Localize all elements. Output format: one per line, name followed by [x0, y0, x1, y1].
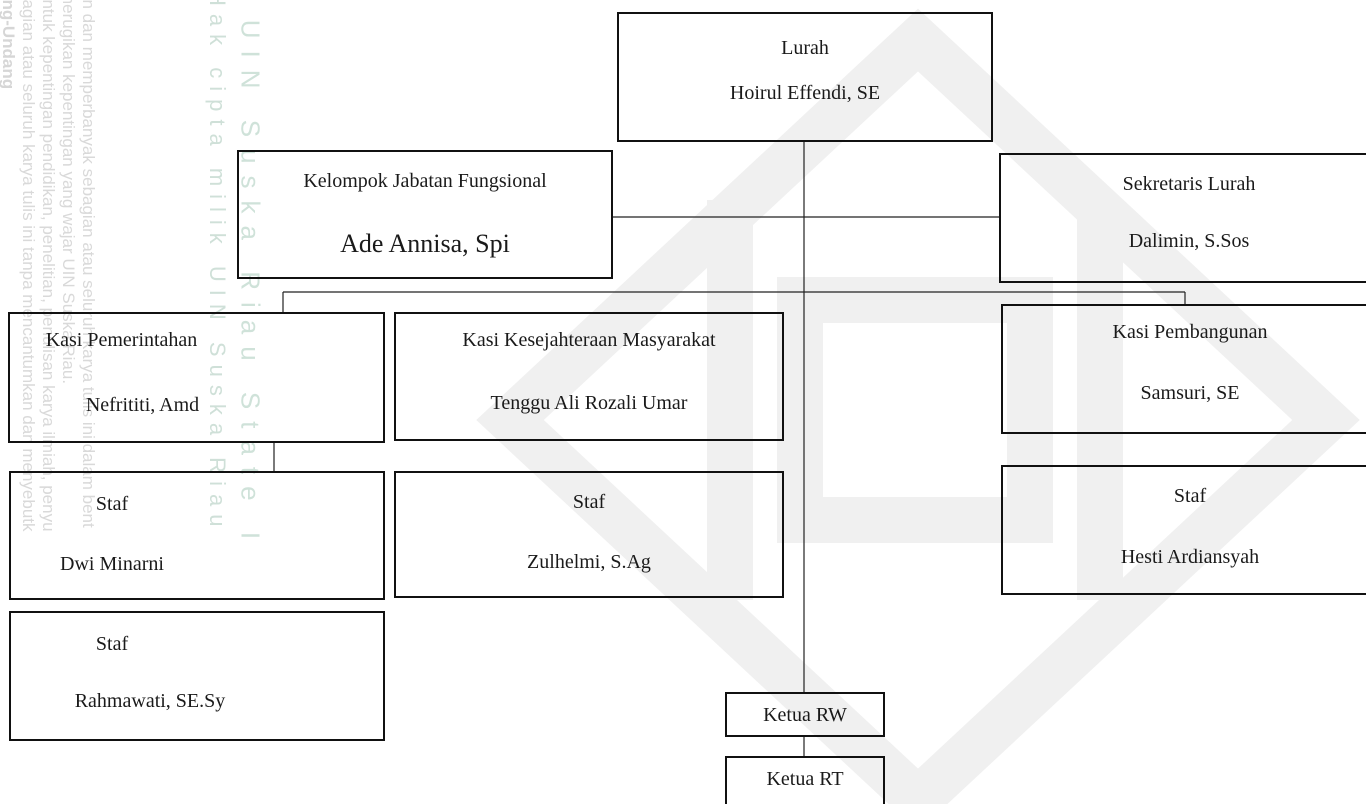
box-staf-pemerintahan-2: Staf Rahmawati, SE.Sy — [9, 611, 385, 741]
box-kasi-kesejahteraan: Kasi Kesejahteraan Masyarakat Tenggu Ali… — [394, 312, 784, 441]
box-kelompok-fungsional: Kelompok Jabatan Fungsional Ade Annisa, … — [237, 150, 613, 279]
box-staf-pemerintahan-1: Staf Dwi Minarni — [9, 471, 385, 600]
pembangunan-title: Kasi Pembangunan — [1112, 321, 1268, 343]
fungsional-title: Kelompok Jabatan Fungsional — [303, 170, 547, 192]
lurah-title: Lurah — [781, 37, 829, 59]
lurah-name: Hoirul Effendi, SE — [729, 82, 881, 104]
box-ketua-rt: Ketua RT — [725, 756, 885, 804]
staf-name: Hesti Ardiansyah — [1120, 546, 1260, 568]
sekretaris-name: Dalimin, S.Sos — [1128, 230, 1250, 252]
rw-title: Ketua RW — [763, 704, 847, 726]
staf-title: Staf — [572, 491, 606, 513]
staf-title: Staf — [95, 493, 129, 515]
background-logo-watermark — [476, 8, 1360, 804]
staf-title: Staf — [1173, 485, 1207, 507]
staf-name: Dwi Minarni — [60, 553, 164, 575]
pembangunan-name: Samsuri, SE — [1140, 382, 1240, 404]
rt-title: Ketua RT — [766, 768, 844, 790]
kesejahteraan-name: Tenggu Ali Rozali Umar — [490, 392, 688, 414]
staf-title: Staf — [95, 633, 129, 655]
box-staf-pembangunan: Staf Hesti Ardiansyah — [1001, 465, 1366, 595]
box-lurah: Lurah Hoirul Effendi, SE — [617, 12, 993, 142]
box-staf-kesejahteraan: Staf Zulhelmi, S.Ag — [394, 471, 784, 598]
pemerintahan-name: Nefrititi, Amd — [85, 394, 200, 416]
pemerintahan-title: Kasi Pemerintahan — [45, 329, 198, 351]
kesejahteraan-title: Kasi Kesejahteraan Masyarakat — [462, 329, 716, 351]
box-sekretaris-lurah: Sekretaris Lurah Dalimin, S.Sos — [999, 153, 1366, 283]
box-kasi-pemerintahan: Kasi Pemerintahan Nefrititi, Amd — [8, 312, 385, 443]
box-kasi-pembangunan: Kasi Pembangunan Samsuri, SE — [1001, 304, 1366, 434]
box-ketua-rw: Ketua RW — [725, 692, 885, 737]
staf-name: Zulhelmi, S.Ag — [527, 551, 651, 573]
sekretaris-title: Sekretaris Lurah — [1122, 173, 1256, 195]
staf-name: Rahmawati, SE.Sy — [74, 690, 226, 712]
fungsional-name: Ade Annisa, Spi — [340, 229, 510, 258]
